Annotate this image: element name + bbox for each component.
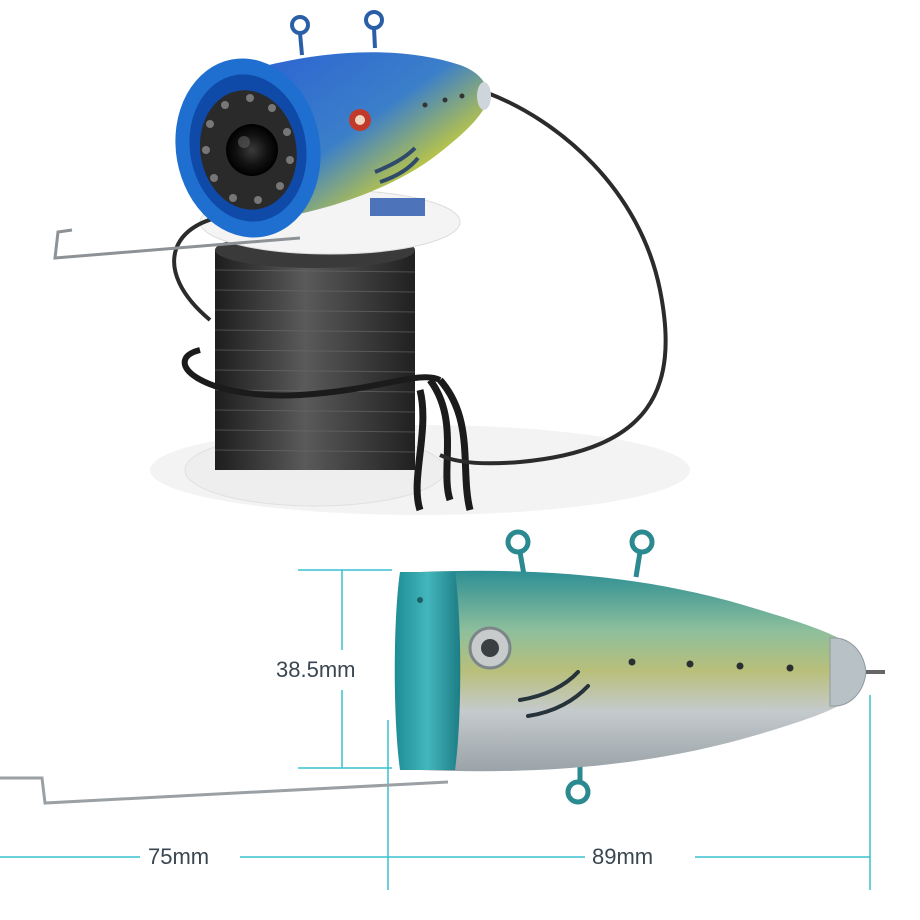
camera-cable [439, 90, 668, 466]
ir-leds [202, 94, 294, 204]
mounting-bracket-wire-side [0, 776, 449, 805]
fish-eye-highlight [355, 115, 365, 125]
product-photo-camera-with-cable-spool [53, 10, 690, 515]
camera-body-side [420, 570, 855, 772]
mounting-bracket-wire [53, 228, 301, 260]
camera-front-ring-side [394, 572, 461, 770]
spool-sticker [370, 198, 425, 216]
lens-reflection [238, 136, 250, 148]
fish-gill-marks-side [518, 670, 590, 718]
height-dimension-label: 38.5mm [276, 657, 356, 682]
ring-screw [417, 597, 423, 603]
body-length-label: 89mm [592, 844, 654, 869]
fish-gill-marks [374, 146, 420, 184]
camera-spool-illustration [53, 10, 690, 515]
bracket-length-label: 75mm [148, 844, 210, 869]
camera-nose-cap [829, 637, 867, 707]
cable-connector-bundle [413, 377, 474, 512]
hook-rings-side [505, 529, 655, 805]
dimension-diagram: 38.5mm 75mm 89mm [0, 520, 920, 920]
cable-spool-coil [215, 250, 415, 470]
camera-side-view-illustration [0, 529, 885, 890]
top-hook-rings [290, 10, 384, 56]
fish-side-dots-row [628, 658, 794, 672]
camera-lens [226, 124, 278, 176]
cable-loop [181, 347, 442, 399]
camera-tail-cap [477, 82, 491, 110]
fish-side-dots [422, 93, 465, 108]
dimension-lines [0, 569, 871, 890]
fish-eye-pupil [481, 639, 499, 657]
